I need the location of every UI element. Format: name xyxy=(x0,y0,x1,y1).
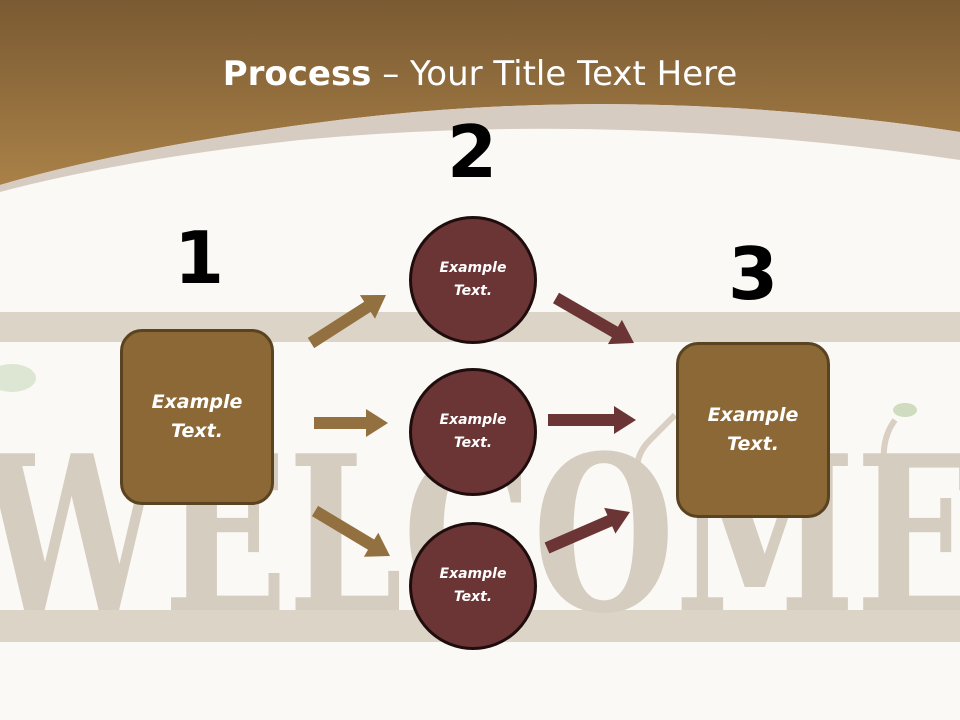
arrow-box1-to-circle-middle xyxy=(314,409,388,437)
arrow-circle-bottom-to-box3 xyxy=(544,507,630,554)
step2-circle-middle-label: Example Text. xyxy=(439,412,507,451)
step-number-2: 2 xyxy=(446,110,498,194)
step2-circle-middle: Example Text. xyxy=(409,368,537,496)
step1-box: Example Text. xyxy=(120,329,274,505)
slide-title: Process – Your Title Text Here xyxy=(0,52,960,96)
step2-circle-bottom-label: Example Text. xyxy=(439,566,507,605)
step2-circle-bottom: Example Text. xyxy=(409,522,537,650)
arrow-box1-to-circle-top xyxy=(307,295,386,349)
step2-circle-top-label: Example Text. xyxy=(439,260,507,299)
leaf-left xyxy=(0,364,36,392)
step1-box-label: Example Text. xyxy=(151,391,243,442)
header-band xyxy=(0,0,960,185)
arrow-circle-top-to-box3 xyxy=(553,292,634,345)
arrow-box1-to-circle-bottom xyxy=(311,505,390,557)
step-number-3: 3 xyxy=(727,232,779,316)
vine-decoration-right xyxy=(880,418,898,471)
header-arc xyxy=(0,104,960,192)
step3-box-label: Example Text. xyxy=(707,404,799,455)
vine-decoration xyxy=(633,412,678,491)
step-number-1: 1 xyxy=(173,216,225,300)
title-rest: – Your Title Text Here xyxy=(371,54,738,94)
step3-box: Example Text. xyxy=(676,342,830,518)
title-strong: Process xyxy=(222,54,372,94)
arrow-circle-middle-to-box3 xyxy=(548,406,636,434)
leaf-right xyxy=(893,403,917,417)
step2-circle-top: Example Text. xyxy=(409,216,537,344)
